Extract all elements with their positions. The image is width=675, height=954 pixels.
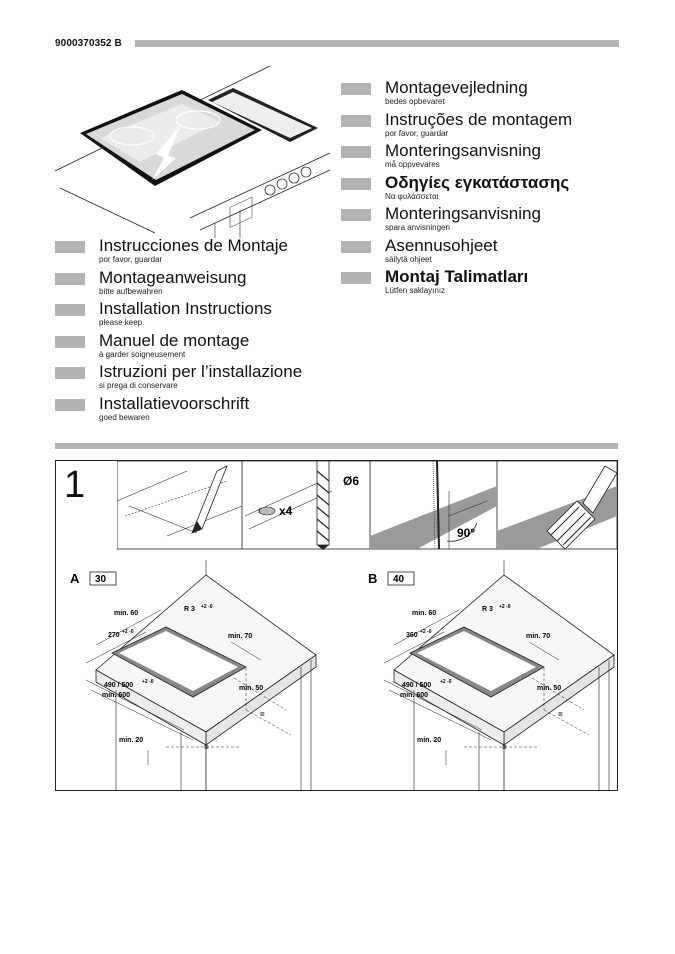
language-title: Montagevejledning bbox=[385, 78, 528, 97]
language-subtitle: goed bewaren bbox=[99, 412, 150, 422]
variant-a-min600: min. 600 bbox=[102, 692, 130, 699]
language-subtitle: à garder soigneusement bbox=[99, 349, 186, 359]
variant-b-diagram: B 40 min. 60 R 3 +2 -0 360 +2 -0 min. 70… bbox=[368, 560, 615, 790]
section-rule bbox=[55, 443, 618, 449]
language-title: Manuel de montage bbox=[99, 330, 250, 350]
language-title: Monteringsanvisning bbox=[385, 141, 541, 160]
language-subtitle: please keep bbox=[99, 318, 143, 327]
variant-a-radius-tol: +2 -0 bbox=[201, 604, 213, 610]
variant-a-letter: A bbox=[70, 571, 80, 586]
variant-a-min20: min. 20 bbox=[119, 737, 143, 744]
variant-a-min70: min. 70 bbox=[228, 633, 252, 640]
header-rule bbox=[135, 40, 619, 47]
language-subtitle: por favor, guardar bbox=[99, 255, 163, 264]
variant-a-width: 490 / 500 bbox=[104, 682, 133, 689]
variant-b-width-tol: +2 -0 bbox=[440, 679, 452, 685]
language-swatch bbox=[55, 367, 85, 379]
language-subtitle: spara anvisningen bbox=[385, 223, 450, 232]
language-subtitle: Να φυλάσσεται bbox=[385, 191, 439, 201]
step-panels: x4 Ø6 90° bbox=[117, 461, 618, 550]
saw-angle: 90° bbox=[457, 526, 475, 540]
variant-b-depth: 360 bbox=[406, 632, 418, 639]
variant-a-diagram: A 30 min. 60 R 3 +2 -0 270 +2 -0 min. 70 bbox=[70, 560, 317, 790]
variant-b-code: 40 bbox=[393, 574, 405, 585]
step-number: 1 bbox=[64, 464, 86, 506]
screw-count: x4 bbox=[279, 504, 293, 518]
language-title: Montaj Talimatları bbox=[385, 267, 529, 286]
cutout-diagrams: A 30 min. 60 R 3 +2 -0 270 +2 -0 min. 70 bbox=[70, 560, 615, 790]
language-title: Instruções de montagem bbox=[385, 109, 573, 129]
variant-b-radius: R 3 bbox=[482, 606, 493, 613]
installation-figure bbox=[55, 460, 618, 791]
variant-b-min20: min. 20 bbox=[417, 737, 441, 744]
sealing-step bbox=[497, 465, 618, 550]
language-swatch bbox=[55, 272, 85, 285]
drill-diameter: Ø6 bbox=[343, 474, 359, 488]
language-subtitle: bedes opbevaret bbox=[385, 97, 445, 106]
variant-a-width-tol: +2 -0 bbox=[142, 679, 154, 685]
language-title: Installation Instructions bbox=[99, 299, 272, 318]
document-number: 9000370352 B bbox=[55, 38, 122, 49]
language-swatch bbox=[341, 209, 371, 221]
variant-a-code: 30 bbox=[95, 574, 107, 585]
language-swatch bbox=[341, 272, 371, 284]
language-title: Montageanweisung bbox=[99, 267, 247, 287]
sawing-step: 90° bbox=[370, 461, 497, 550]
variant-a-min50: min. 50 bbox=[239, 685, 263, 692]
variant-b-min70: min. 70 bbox=[526, 633, 550, 640]
variant-b-letter: B bbox=[368, 571, 377, 586]
variant-b-depth-tol: +2 -0 bbox=[420, 629, 432, 635]
variant-a-depth-tol: +2 -0 bbox=[122, 629, 134, 635]
variant-b-min60: min. 60 bbox=[412, 610, 436, 617]
language-subtitle: si prega di conservare bbox=[99, 381, 178, 390]
variant-a-radius: R 3 bbox=[184, 606, 195, 613]
language-swatch bbox=[341, 240, 371, 253]
variant-b-equal-2: = bbox=[502, 743, 507, 752]
language-swatch bbox=[341, 177, 371, 190]
language-title: Asennusohjeet bbox=[385, 235, 498, 255]
language-swatch bbox=[55, 335, 85, 348]
language-title: Οδηγίες εγκατάστασης bbox=[385, 172, 570, 192]
language-subtitle: säilytä ohjeet bbox=[385, 254, 432, 264]
language-title: Instrucciones de Montaje bbox=[99, 236, 288, 255]
language-swatch bbox=[341, 83, 371, 95]
variant-b-equal-1: = bbox=[558, 710, 563, 719]
hob-illustration bbox=[54, 65, 331, 238]
variant-a-depth: 270 bbox=[108, 632, 120, 639]
variant-b-width: 490 / 500 bbox=[402, 682, 431, 689]
language-title: Monteringsanvisning bbox=[385, 204, 541, 223]
language-subtitle: por favor, guardar bbox=[385, 128, 449, 138]
screws-step: x4 Ø6 bbox=[244, 461, 359, 550]
variant-b-min600: min. 600 bbox=[400, 692, 428, 699]
language-swatch bbox=[55, 398, 85, 411]
language-subtitle: Lütfen saklayınız bbox=[385, 286, 446, 295]
language-title: Installatievoorschrift bbox=[99, 393, 250, 413]
variant-a-min60: min. 60 bbox=[114, 610, 138, 617]
language-subtitle: må oppvevares bbox=[385, 160, 440, 169]
language-swatch bbox=[341, 146, 371, 158]
language-swatch bbox=[55, 304, 85, 316]
language-subtitle: bitte aufbewahren bbox=[99, 286, 163, 296]
language-swatch bbox=[341, 114, 371, 127]
variant-b-min50: min. 50 bbox=[537, 685, 561, 692]
language-swatch bbox=[55, 241, 85, 253]
language-title: Istruzioni per l’installazione bbox=[99, 362, 303, 381]
variant-a-equal-2: = bbox=[204, 743, 209, 752]
variant-b-radius-tol: +2 -0 bbox=[499, 604, 511, 610]
marking-step bbox=[117, 465, 243, 537]
variant-a-equal-1: = bbox=[260, 710, 265, 719]
